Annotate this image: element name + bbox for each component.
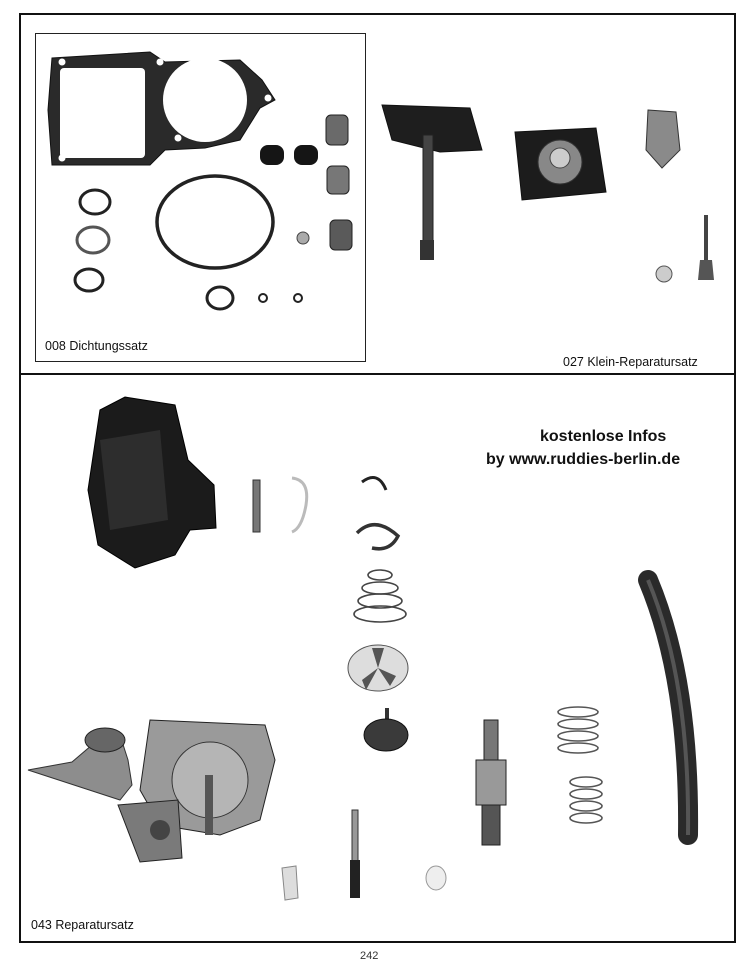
caption-small-repair-kit: 027 Klein-Reparatursatz bbox=[563, 355, 698, 369]
spring-cone bbox=[353, 569, 407, 623]
gasket-kit-box bbox=[35, 33, 366, 362]
caption-repair-kit: 043 Reparatursatz bbox=[31, 918, 134, 932]
pump-housing-assembly bbox=[27, 719, 276, 863]
carburetor-flange-gasket bbox=[47, 51, 276, 166]
vacuum-hose bbox=[638, 570, 699, 845]
o-rings bbox=[73, 174, 303, 311]
metering-pin bbox=[281, 809, 447, 901]
info-line-2: by www.ruddies-berlin.de bbox=[486, 451, 681, 468]
needle-jet bbox=[475, 719, 507, 846]
page-number: 242 bbox=[360, 950, 379, 962]
springs bbox=[557, 706, 603, 824]
info-line-1: kostenlose Infos bbox=[540, 428, 667, 445]
power-valve-diaphragm bbox=[514, 127, 607, 201]
page-frame bbox=[19, 13, 736, 943]
diaphragm-disc bbox=[347, 644, 409, 692]
top-section bbox=[19, 13, 736, 375]
seal-rings bbox=[260, 114, 353, 251]
choke-cover bbox=[87, 396, 217, 569]
valve-plunger bbox=[363, 708, 409, 752]
needle-valve bbox=[645, 109, 714, 283]
caption-gasket-kit: 008 Dichtungssatz bbox=[45, 339, 148, 353]
pin-and-clips bbox=[252, 476, 401, 551]
accelerator-pump-diaphragm bbox=[381, 104, 483, 260]
